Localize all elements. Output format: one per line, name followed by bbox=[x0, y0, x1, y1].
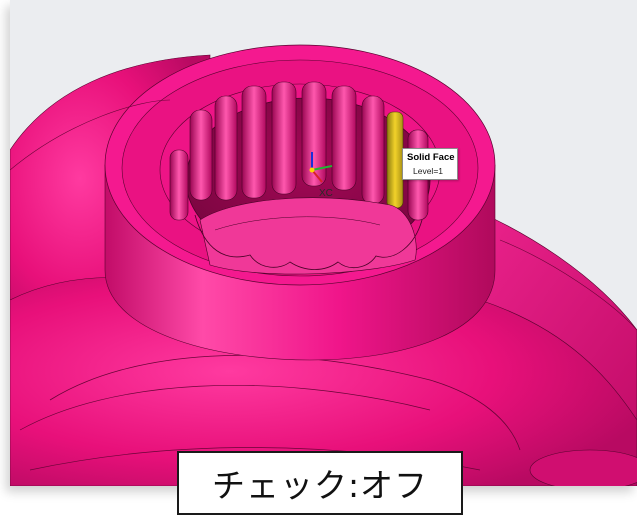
tooltip-title: Solid Face bbox=[407, 152, 455, 163]
check-status-label: チェック:オフ bbox=[177, 451, 463, 515]
tooltip-level: Level=1 bbox=[413, 166, 444, 176]
selection-tooltip: Solid Face Level=1 bbox=[402, 148, 458, 180]
part-model[interactable]: XC bbox=[10, 0, 637, 486]
svg-text:XC: XC bbox=[319, 188, 333, 199]
coordinate-system-triad-icon bbox=[309, 152, 333, 183]
graphics-viewport[interactable]: XC Solid Face Level=1 bbox=[10, 0, 637, 486]
selected-solid-face[interactable] bbox=[386, 111, 404, 209]
